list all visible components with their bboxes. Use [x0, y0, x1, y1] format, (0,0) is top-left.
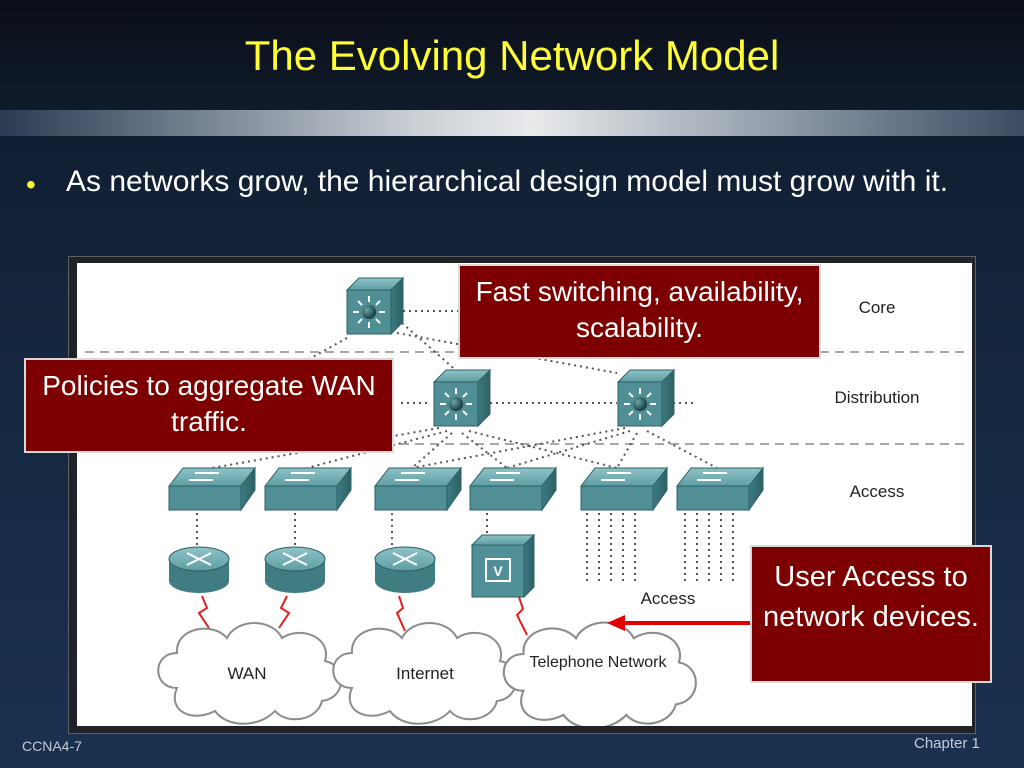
- layer-label-distribution: Distribution: [834, 388, 919, 407]
- bullet-marker: •: [26, 169, 36, 200]
- access-switch-icon: [468, 466, 558, 512]
- footer-chapter: Chapter 1: [914, 735, 980, 752]
- layer-label-access: Access: [850, 482, 905, 501]
- cloud-label-telephone: Telephone Network: [530, 654, 668, 671]
- title-band: [0, 0, 1024, 110]
- router-icon: [264, 546, 326, 593]
- telephone-cloud-icon: [502, 621, 697, 730]
- title-divider-bar: [0, 110, 1024, 136]
- access-switch-icon: [167, 466, 257, 512]
- cloud-label-wan: WAN: [227, 664, 266, 683]
- callout-arrow: [607, 615, 750, 631]
- network-links: [196, 310, 734, 583]
- access-switch-icon: [579, 466, 669, 512]
- distribution-switch-icon: [616, 368, 676, 428]
- distribution-switch-icon: [432, 368, 492, 428]
- callout-distribution: Policies to aggregate WAN traffic.: [24, 358, 394, 453]
- access-switch-icon: [263, 466, 353, 512]
- router-icon: [374, 546, 436, 593]
- svg-text:V: V: [493, 563, 503, 579]
- access-label-lower: Access: [641, 589, 696, 608]
- callout-user-access: User Access to network devices.: [750, 545, 992, 683]
- core-switch-icon: [345, 276, 405, 336]
- slide-title: The Evolving Network Model: [244, 32, 780, 79]
- footer-course: CCNA4-7: [22, 738, 82, 754]
- access-switch-icon: [373, 466, 463, 512]
- callout-core: Fast switching, availability, scalabilit…: [458, 264, 821, 359]
- router-icon: [168, 546, 230, 593]
- layer-label-core: Core: [859, 298, 896, 317]
- cloud-label-internet: Internet: [396, 664, 454, 683]
- access-switch-icon: [675, 466, 765, 512]
- voice-gateway-icon: V: [470, 533, 536, 599]
- lightning-link-icon: [197, 595, 528, 636]
- bullet-text: As networks grow, the hierarchical desig…: [66, 165, 949, 198]
